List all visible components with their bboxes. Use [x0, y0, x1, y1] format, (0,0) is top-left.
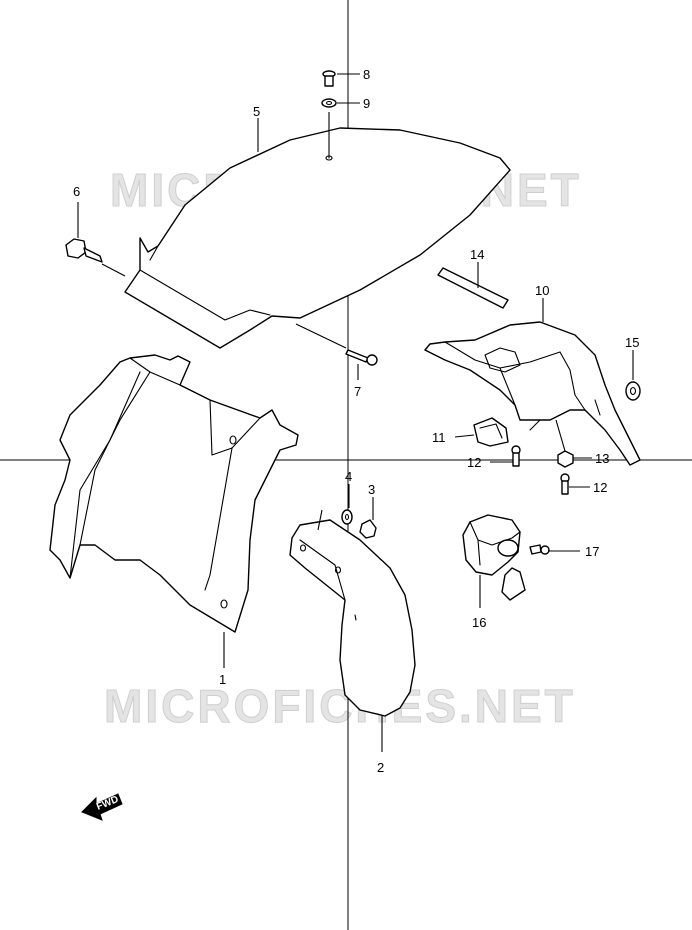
callout-3: 3: [368, 482, 375, 497]
callout-15: 15: [625, 335, 639, 350]
part-8-screw: [322, 70, 336, 87]
callout-12-lower: 12: [593, 480, 607, 495]
callout-10: 10: [535, 283, 549, 298]
part-17-screw: [529, 544, 550, 555]
fwd-arrow-icon: [81, 793, 123, 821]
watermark-bottom: MICROFICHES.NET: [104, 680, 576, 732]
part-12-screw-upper: [511, 445, 521, 467]
callout-17: 17: [585, 544, 599, 559]
part-6-bolt: [65, 238, 103, 263]
callout-9: 9: [363, 96, 370, 111]
part-9-washer: [321, 98, 337, 108]
callout-8: 8: [363, 67, 370, 82]
callout-1: 1: [219, 672, 226, 687]
part-11-clip: [473, 417, 509, 447]
part-16-lock: [462, 514, 526, 601]
callout-14: 14: [470, 247, 484, 262]
part-2-mud-guard: [289, 519, 416, 717]
callouts: 1 2 3 4 5 6 7 8 9 10 11 12 12 13 14 15 1…: [73, 67, 639, 775]
callout-6: 6: [73, 184, 80, 199]
callout-2: 2: [377, 760, 384, 775]
callout-7: 7: [354, 384, 361, 399]
part-12-screw-lower: [560, 473, 570, 495]
callout-11: 11: [432, 430, 446, 445]
part-7-screw: [345, 349, 378, 366]
part-10-rear-cover: [424, 321, 641, 466]
callout-13: 13: [595, 451, 609, 466]
part-13-nut: [557, 450, 574, 468]
part-4-washer: [341, 509, 353, 525]
callout-12-upper: 12: [467, 455, 481, 470]
part-5-rear-fender: [124, 127, 511, 349]
part-3-bolt: [359, 519, 377, 539]
part-1-inner-fender: [49, 354, 299, 633]
part-15-grommet: [625, 381, 641, 401]
leader-lines: [77, 73, 634, 752]
fwd-arrow: FWD: [81, 793, 123, 821]
callout-4: 4: [345, 469, 352, 484]
callout-16: 16: [472, 615, 486, 630]
part-14-strip: [437, 267, 509, 309]
callout-5: 5: [253, 104, 260, 119]
